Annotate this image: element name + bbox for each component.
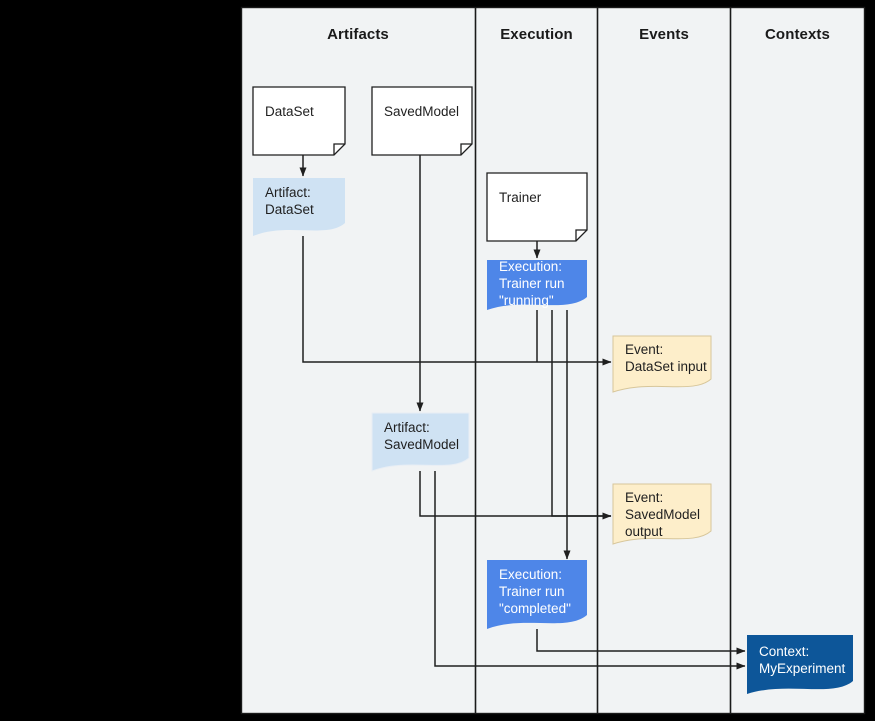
node-label-artifact-savedmodel-line1: Artifact: — [384, 420, 430, 435]
edge-artifact-savedmodel-to-context — [434, 471, 746, 670]
node-shape-dataset-type[interactable] — [252, 86, 346, 156]
diagram-graphics — [240, 6, 866, 715]
node-shape-event-dataset-input[interactable] — [612, 335, 712, 393]
node-label-execution-completed-line2: Trainer run — [499, 584, 565, 599]
edge-artifact-savedmodel-to-event-savedmodel-output — [419, 471, 612, 520]
node-shape-execution-completed[interactable] — [487, 560, 587, 629]
node-label-execution-completed-line3: "completed" — [499, 601, 571, 616]
node-label-execution-running-line2: Trainer run — [499, 276, 565, 291]
node-label-dataset-type: DataSet — [265, 104, 314, 119]
edge-execution-completed-to-context — [536, 629, 746, 655]
node-label-event-dataset-input-line1: Event: — [625, 342, 664, 357]
node-shape-savedmodel-type[interactable] — [371, 86, 473, 156]
node-label-artifact-dataset-line2: DataSet — [265, 202, 314, 217]
node-shape-artifact-dataset[interactable] — [253, 178, 345, 236]
node-label-execution-completed-line1: Execution: — [499, 567, 563, 582]
lane-header-events: Events — [639, 26, 689, 43]
lane-header-artifacts: Artifacts — [327, 26, 389, 43]
node-label-artifact-savedmodel-line2: SavedModel — [384, 437, 460, 452]
node-label-execution-running-line1: Execution: — [499, 259, 563, 274]
node-label-event-savedmodel-output-line3: output — [625, 524, 663, 539]
node-label-context-myexperiment-line2: MyExperiment — [759, 661, 846, 676]
node-label-execution-running-line3: "running" — [499, 293, 554, 308]
node-label-savedmodel-type: SavedModel — [384, 104, 460, 119]
node-shape-artifact-savedmodel[interactable] — [371, 412, 470, 472]
ml-metadata-diagram: Artifacts Execution Events Contexts Data… — [240, 6, 866, 715]
edge-artifact-dataset-to-event-dataset-input — [302, 236, 612, 366]
node-shape-trainer-type[interactable] — [486, 172, 588, 242]
node-shape-event-savedmodel-output[interactable] — [612, 483, 712, 545]
node-label-artifact-dataset-line1: Artifact: — [265, 185, 311, 200]
node-shape-execution-running[interactable] — [487, 260, 587, 310]
node-label-event-savedmodel-output-line2: SavedModel — [625, 507, 701, 522]
node-label-trainer-type: Trainer — [499, 190, 542, 205]
node-label-context-myexperiment-line1: Context: — [759, 644, 810, 659]
node-label-event-dataset-input-line2: DataSet input — [625, 359, 707, 374]
lane-header-execution: Execution — [500, 26, 573, 43]
lane-header-contexts: Contexts — [765, 26, 830, 43]
node-shape-context-myexperiment[interactable] — [747, 635, 853, 694]
node-label-event-savedmodel-output-line1: Event: — [625, 490, 664, 505]
